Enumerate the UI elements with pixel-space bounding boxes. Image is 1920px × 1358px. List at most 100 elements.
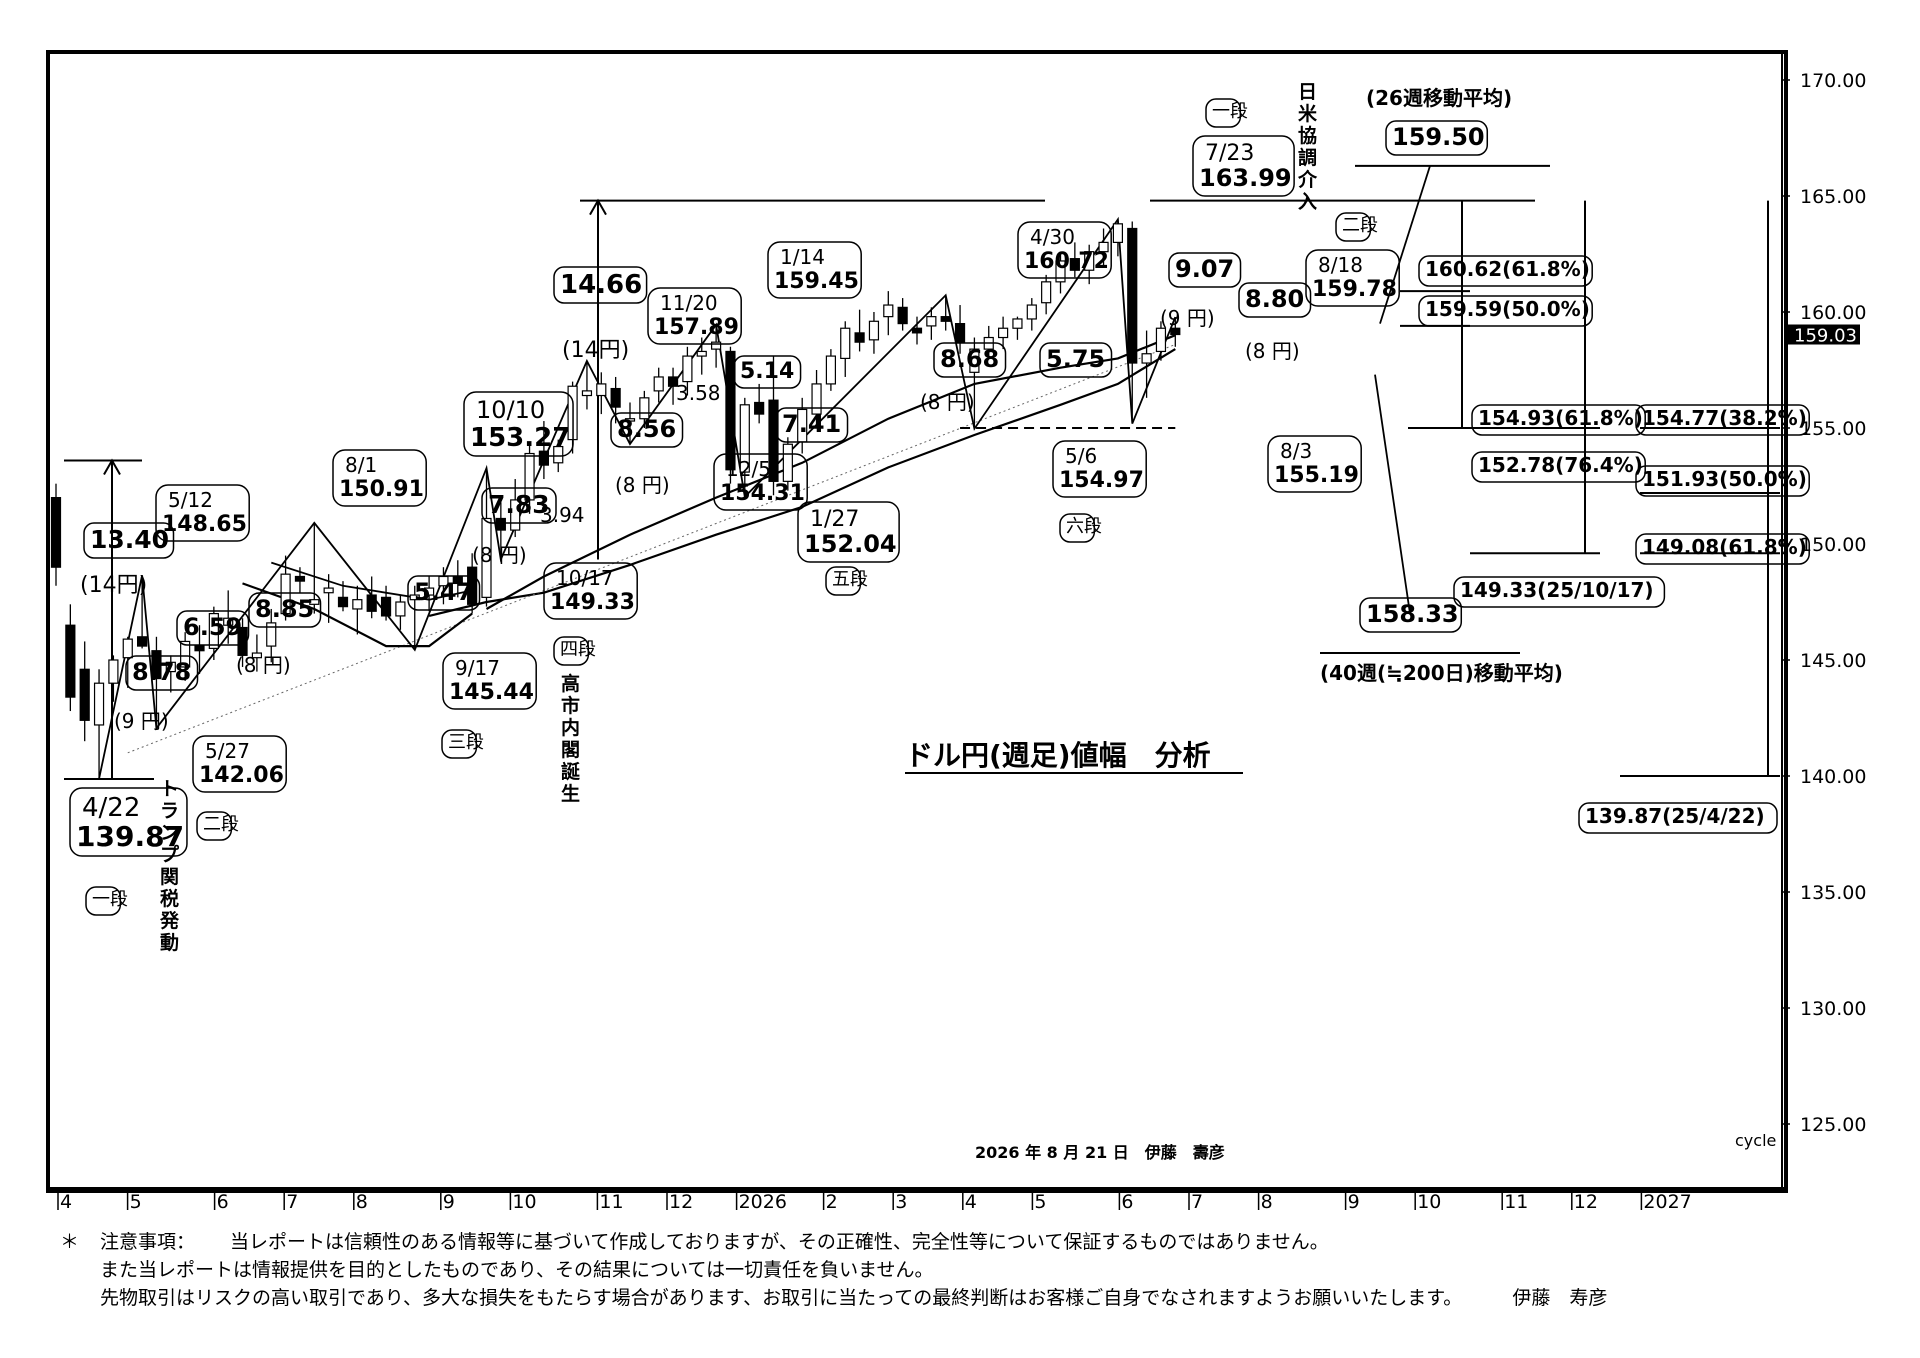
ma40-value-box — [1359, 597, 1463, 633]
candle-body — [194, 645, 205, 652]
candle-body — [165, 661, 176, 673]
range-7-box — [407, 575, 481, 611]
candle-body — [266, 622, 277, 647]
pivot-14-date: 8/3 — [1280, 439, 1312, 463]
candle-body — [825, 355, 837, 385]
candle-body — [854, 332, 865, 343]
event-intervention-char: 入 — [1298, 191, 1317, 213]
pivot-9-date: 1/14 — [780, 245, 825, 269]
pivot-11-date: 4/30 — [1030, 225, 1075, 249]
step-6-box — [1205, 98, 1242, 128]
candle-body — [1026, 304, 1037, 320]
candle-body — [280, 573, 291, 615]
long-trend-line — [127, 344, 1176, 754]
pivot-10-date: 1/27 — [810, 507, 859, 532]
pivot-4-date: 9/17 — [455, 656, 500, 680]
candle-body — [997, 327, 1009, 339]
retracement-3: 152.78(76.4%) — [1478, 453, 1643, 477]
event-tariff-char: ン — [160, 822, 179, 844]
y-tick-label: 150.00 — [1800, 534, 1866, 556]
x-tick-label: 8 — [1261, 1191, 1273, 1213]
retracement-7: 149.08(61.8%) — [1642, 535, 1807, 559]
y-tick-label: 145.00 — [1800, 650, 1866, 672]
event-takaichi-char: 市 — [561, 694, 580, 717]
retracement-5-box — [1635, 404, 1810, 436]
pivot-1-value: 148.65 — [162, 512, 247, 537]
y-tick-label: 130.00 — [1800, 998, 1866, 1020]
candle-body — [510, 499, 521, 531]
candle-body — [467, 566, 478, 605]
x-tick-label: 11 — [1504, 1191, 1528, 1213]
ma40-label: (40週(≒200日)移動平均) — [1320, 661, 1563, 685]
retracement-6: 151.93(50.0%) — [1642, 467, 1807, 491]
candle-body — [309, 599, 320, 605]
step-5-box — [1059, 513, 1096, 543]
pivot-2-date: 5/27 — [205, 739, 250, 763]
range-20: 5.75 — [1046, 345, 1105, 373]
range-16-box — [733, 355, 802, 389]
arrow-head-13 — [103, 458, 121, 475]
pivot-15-box — [1305, 249, 1400, 307]
retracement-8: 139.87(25/4/22) — [1585, 804, 1765, 828]
candle-body — [395, 601, 406, 617]
pivot-13-box — [1192, 135, 1295, 197]
x-tick-label: 10 — [512, 1191, 536, 1213]
x-tick-label: 5 — [1034, 1191, 1046, 1213]
trend-lines — [64, 164, 1780, 781]
pivot-5-box — [463, 391, 574, 457]
event-takaichi-char: 誕 — [561, 761, 580, 783]
candle-body — [151, 650, 162, 680]
pivot-4-value: 145.44 — [449, 680, 534, 705]
event-takaichi-char: 内 — [561, 716, 580, 739]
x-tick-label: 9 — [443, 1191, 455, 1213]
plot-border — [46, 50, 1788, 1193]
pivot-12-box — [1052, 440, 1147, 498]
candle-body — [940, 316, 951, 322]
candle-body — [768, 399, 779, 482]
current-price-label: 159.03 — [1794, 326, 1857, 347]
retracement-4-box — [1453, 576, 1666, 608]
candle-body — [883, 304, 894, 318]
pivot-7-value: 157.89 — [654, 315, 739, 340]
retracement-0: 160.62(61.8%) — [1425, 257, 1590, 281]
candle-body — [65, 624, 76, 698]
retracement-6-box — [1635, 465, 1810, 497]
event-takaichi-char: 閣 — [561, 739, 580, 761]
candle-body — [1084, 251, 1095, 271]
step-0-box — [85, 886, 122, 916]
candle-body — [1055, 260, 1066, 283]
ma26-line — [485, 334, 1176, 610]
step-4: 五段 — [832, 569, 868, 590]
range-15: 3.58 — [676, 381, 721, 405]
pivot-0-date: 4/22 — [82, 793, 140, 823]
note-line-3: 先物取引はリスクの高い取引であり、多大な損失をもたらす場合があります、お取引に当… — [100, 1287, 1463, 1309]
candle-body — [352, 599, 363, 610]
pivot-7-date: 11/20 — [660, 291, 718, 315]
range-4: 6.59 — [183, 613, 242, 641]
y-tick-label: 155.00 — [1800, 418, 1866, 440]
range-21: 9.07 — [1175, 255, 1234, 283]
pivot-6-value: 149.33 — [550, 590, 635, 615]
retracement-8-box — [1578, 802, 1778, 834]
step-3: 四段 — [560, 639, 596, 660]
range-11-box — [553, 266, 648, 304]
range-20-box — [1039, 342, 1113, 378]
range-18-box — [933, 342, 1007, 378]
candle-body — [79, 668, 90, 721]
candle-body — [868, 320, 880, 341]
candle-body — [553, 445, 564, 464]
step-0: 一段 — [92, 889, 128, 910]
candle-body — [897, 306, 908, 325]
step-3-box — [553, 636, 590, 666]
date-line: 2026 年 8 月 21 日 伊藤 壽彦 — [975, 1143, 1225, 1162]
range-16: 5.14 — [740, 359, 794, 384]
range-9: (8 円) — [472, 543, 527, 567]
ma26-value: 159.50 — [1392, 123, 1485, 151]
pivot-3-value: 150.91 — [339, 477, 424, 502]
pivot-6-date: 10/17 — [556, 566, 614, 590]
x-tick-label: 2027 — [1643, 1191, 1691, 1213]
note-line-2: また当レポートは情報提供を目的としたものであり、その結果については一切責任を負い… — [100, 1259, 934, 1281]
candle-body — [610, 387, 621, 408]
candles — [50, 219, 1181, 780]
step-1-box — [196, 811, 233, 841]
